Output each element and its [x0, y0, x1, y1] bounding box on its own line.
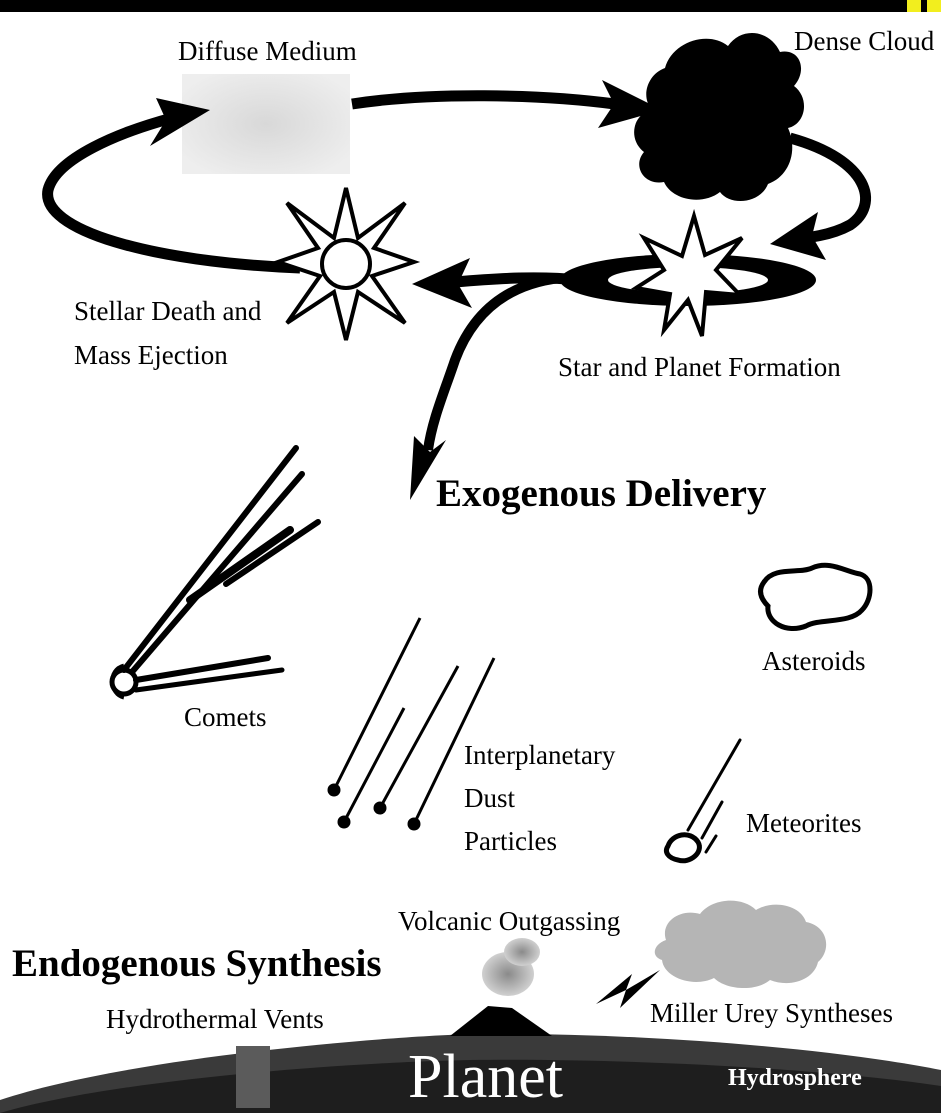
label-star-planet-formation: Star and Planet Formation	[558, 354, 841, 381]
arrow-diffuse-to-dense	[352, 96, 615, 104]
arrow-formation-to-delivery	[428, 278, 560, 450]
label-meteorites: Meteorites	[746, 810, 861, 837]
label-volcanic-outgassing: Volcanic Outgassing	[398, 908, 620, 935]
label-idp-line2: Dust	[464, 785, 515, 812]
meteorite-icon	[666, 740, 740, 861]
label-comets: Comets	[184, 704, 267, 731]
label-miller-urey: Miller Urey Syntheses	[650, 1000, 893, 1027]
storm-cloud-icon	[655, 901, 826, 988]
label-diffuse-medium: Diffuse Medium	[178, 38, 357, 65]
stellar-death-core	[322, 240, 370, 288]
hydrothermal-vent-plume	[236, 1046, 270, 1108]
heading-endogenous-synthesis: Endogenous Synthesis	[12, 944, 382, 983]
label-stellar-death-line1: Stellar Death and	[74, 298, 261, 325]
label-hydrosphere: Hydrosphere	[728, 1066, 862, 1090]
dense-cloud-shape	[634, 33, 804, 201]
label-hydrothermal-vents: Hydrothermal Vents	[106, 1006, 324, 1033]
asteroid-icon	[761, 565, 870, 628]
label-planet: Planet	[408, 1046, 563, 1108]
label-idp-line1: Interplanetary	[464, 742, 615, 769]
label-stellar-death-line2: Mass Ejection	[74, 342, 228, 369]
label-asteroids: Asteroids	[762, 648, 866, 675]
volcanic-plume-upper	[504, 938, 540, 966]
arrow-dense-to-formation	[790, 138, 866, 238]
heading-exogenous-delivery: Exogenous Delivery	[436, 474, 766, 513]
comet-tail-icon	[124, 448, 318, 690]
label-idp-line3: Particles	[464, 828, 557, 855]
diffuse-medium-cloud	[182, 74, 350, 174]
volcano-icon	[450, 1006, 552, 1036]
label-dense-cloud: Dense Cloud	[794, 28, 934, 55]
